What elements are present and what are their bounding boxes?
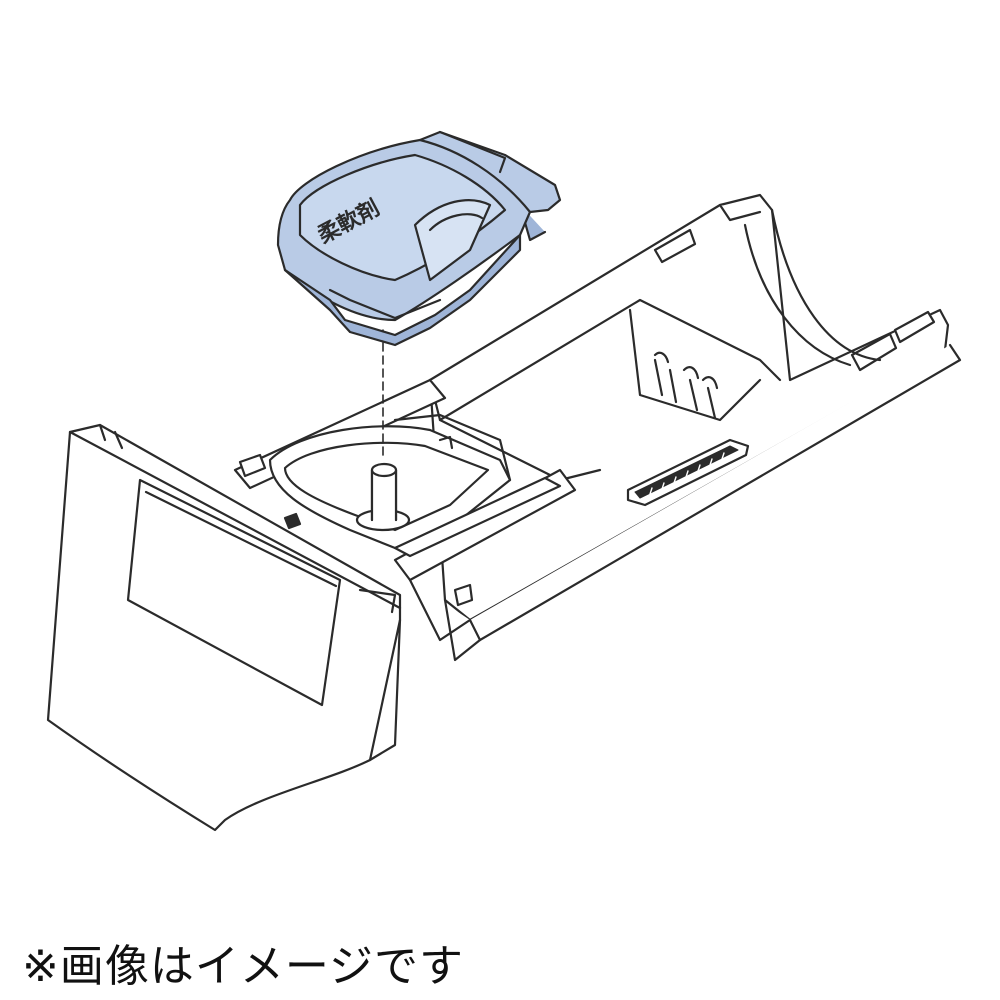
vent-grille	[626, 438, 750, 507]
softener-cup	[276, 130, 562, 347]
siphon-post	[355, 462, 411, 532]
image-disclaimer-caption: ※画像はイメージです	[22, 941, 464, 992]
drawer-tray	[46, 193, 962, 832]
drawer-front-panel	[46, 423, 402, 832]
